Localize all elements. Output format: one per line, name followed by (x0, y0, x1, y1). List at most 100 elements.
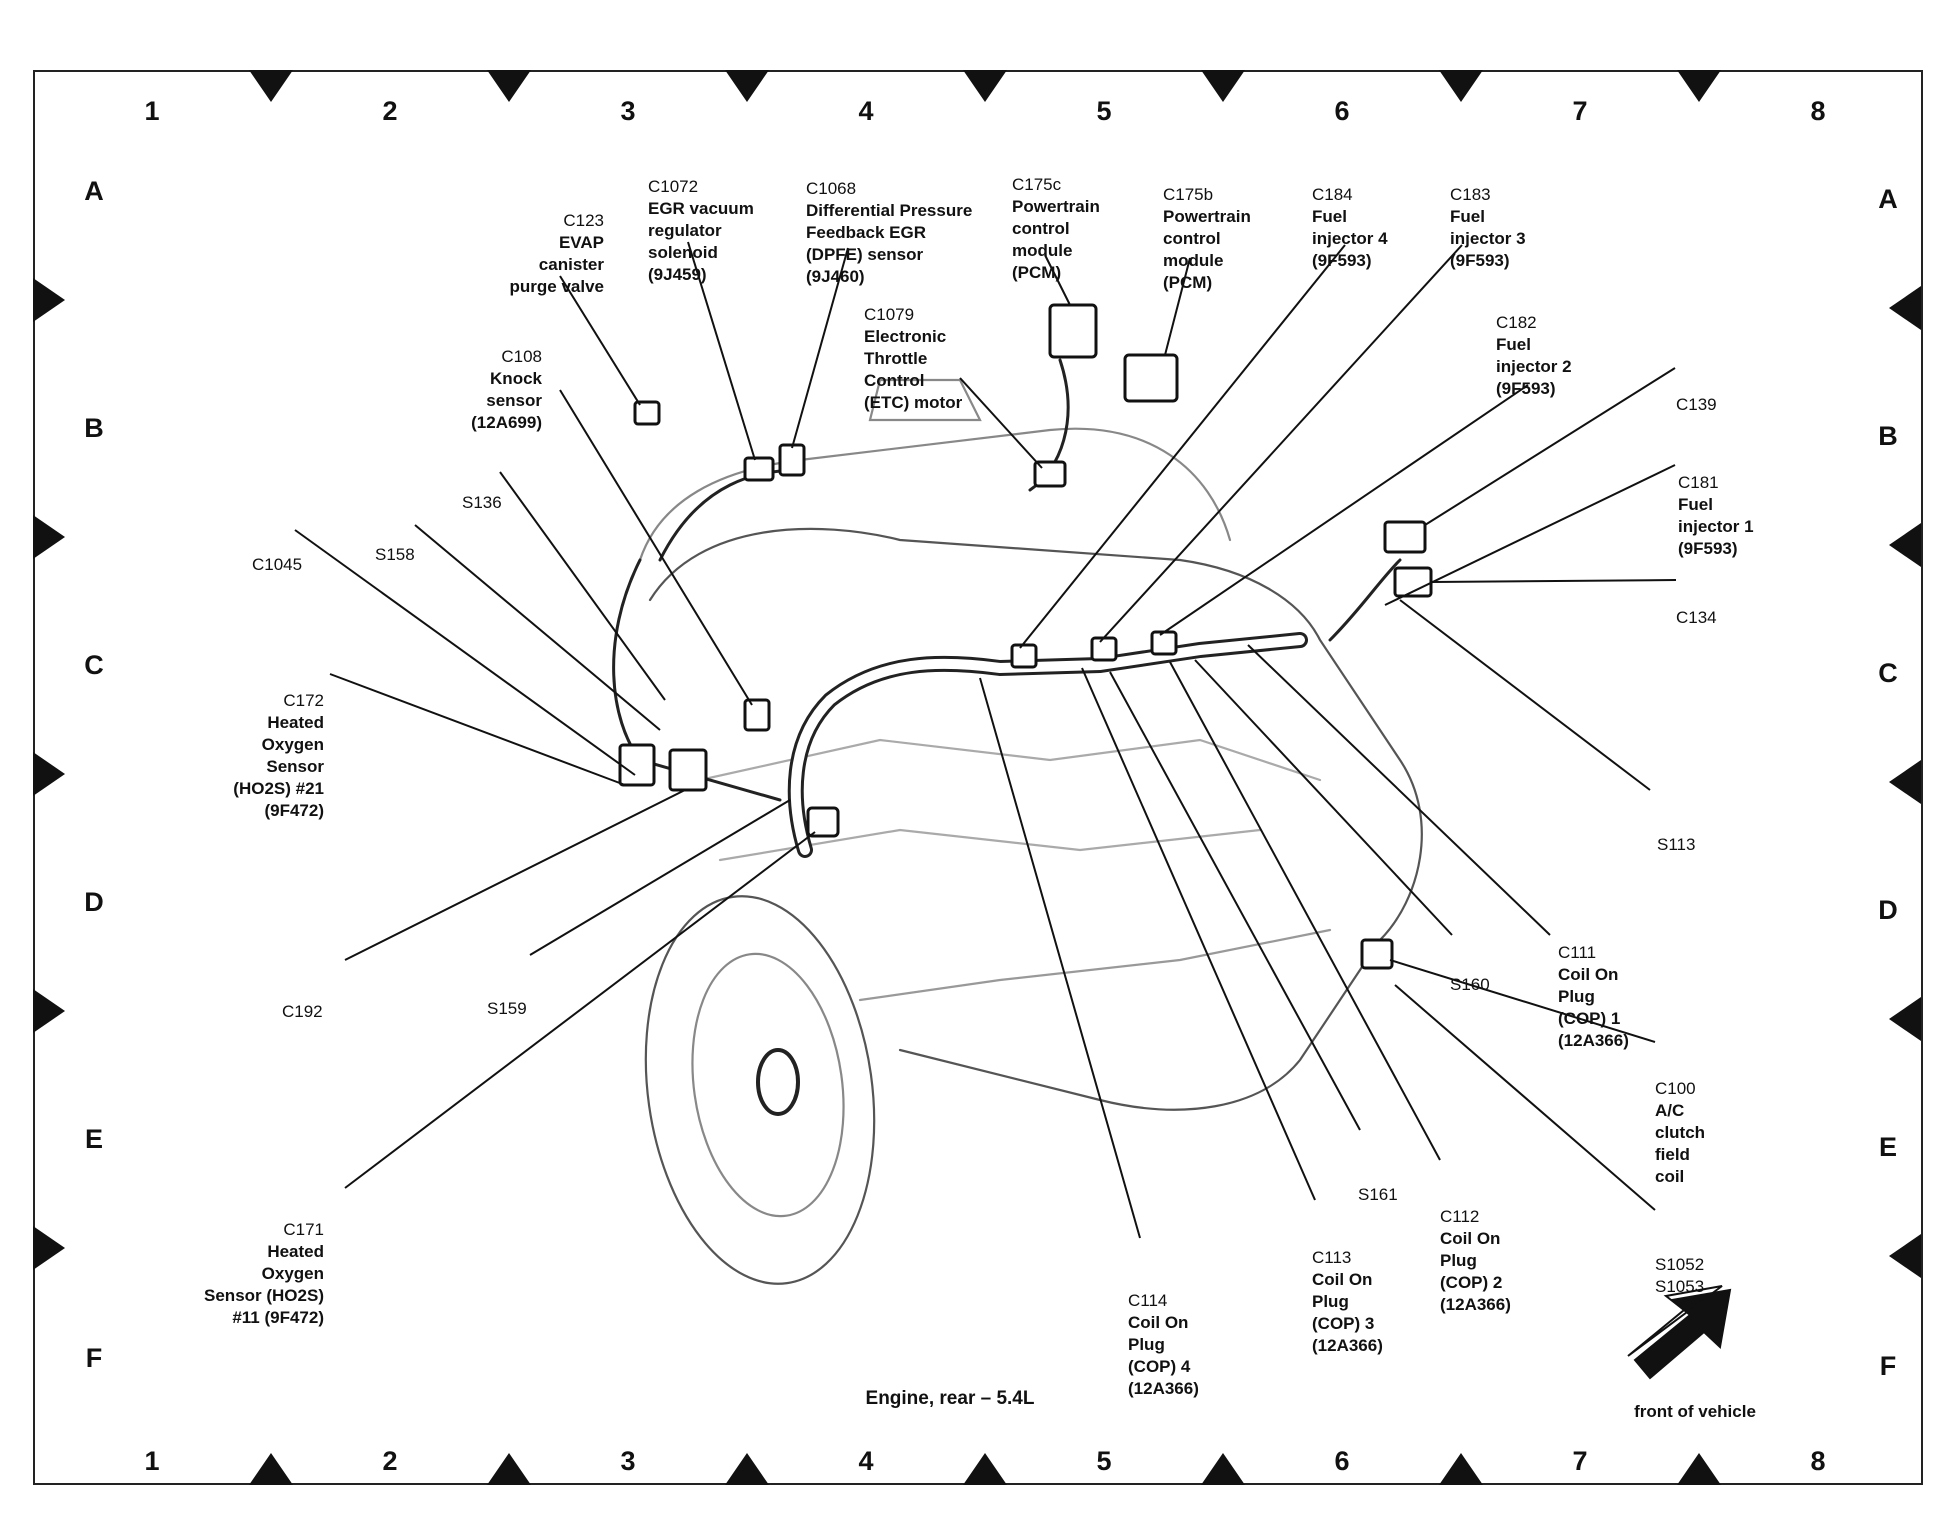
leader-c183 (1099, 244, 1463, 643)
connector-c175c (1048, 303, 1098, 359)
label-c139-code: C139 (1676, 395, 1717, 414)
grid-col-bottom-7: 7 (1572, 1446, 1588, 1476)
grid-marker-bottom-5 (1201, 1453, 1245, 1485)
engine-block-lower (858, 928, 1332, 1002)
leader-c182 (1159, 384, 1529, 636)
label-c139: C139 (1676, 350, 1717, 438)
label-c171-desc: Heated Oxygen Sensor (HO2S) #11 (9F472) (204, 1242, 324, 1327)
leader-c1045 (294, 529, 636, 776)
leader-c172 (329, 673, 626, 786)
leader-c114 (979, 677, 1141, 1239)
grid-marker-left-2 (33, 515, 65, 559)
label-c1072-code: C1072 (648, 177, 699, 196)
engine-block-detail-1 (698, 738, 1322, 782)
grid-col-bottom-6: 6 (1334, 1446, 1350, 1476)
leader-s1052 (1394, 984, 1656, 1211)
grid-marker-left-4 (33, 989, 65, 1033)
label-c1068-code: C1068 (806, 179, 857, 198)
label-c1079-desc: Electronic Throttle Control (ETC) motor (864, 327, 963, 412)
label-c184-code: C184 (1312, 185, 1353, 204)
label-s113: S113 (1657, 790, 1695, 878)
label-c192-code: C192 (282, 1002, 323, 1021)
label-c175b-desc: Powertrain control module (PCM) (1163, 207, 1251, 292)
leader-c112 (1169, 661, 1441, 1161)
label-s160-code: S160 (1450, 975, 1490, 994)
grid-marker-left-1 (33, 278, 65, 322)
connector-c184 (1010, 643, 1038, 669)
label-c100-desc: A/C clutch field coil (1655, 1101, 1706, 1186)
grid-marker-right-4 (1889, 997, 1921, 1041)
label-c113-code: C113 (1312, 1248, 1352, 1267)
throttle-body (868, 378, 982, 422)
label-c1072-desc: EGR vacuum regulator solenoid (9J459) (648, 199, 754, 284)
label-c175b-code: C175b (1163, 185, 1214, 204)
connector-c1079 (1033, 460, 1067, 488)
label-s160: S160 (1450, 930, 1490, 1018)
grid-col-bottom-4: 4 (858, 1446, 874, 1476)
leader-s161 (1109, 671, 1361, 1131)
grid-marker-bottom-6 (1439, 1453, 1483, 1485)
label-s161: S161 (1358, 1140, 1398, 1228)
connector-c175b (1123, 353, 1179, 403)
leader-c1072 (687, 241, 756, 461)
leader-c113 (1081, 667, 1316, 1201)
label-c181-desc: Fuel injector 1 (9F593) (1678, 495, 1754, 558)
label-c175c-code: C175c (1012, 175, 1062, 194)
connector-c139 (1383, 520, 1427, 554)
label-c183-desc: Fuel injector 3 (9F593) (1450, 207, 1526, 270)
label-c182-desc: Fuel injector 2 (9F593) (1496, 335, 1572, 398)
label-c112-desc: Coil On Plug (COP) 2 (12A366) (1440, 1229, 1511, 1314)
leader-c184 (1019, 244, 1346, 649)
grid-col-top-3: 3 (620, 96, 636, 126)
grid-col-top-6: 6 (1334, 96, 1350, 126)
label-c175c-desc: Powertrain control module (PCM) (1012, 197, 1100, 282)
grid-row-left-B: B (84, 413, 104, 443)
label-c100-code: C100 (1655, 1079, 1696, 1098)
leader-c171 (344, 831, 816, 1189)
grid-row-left-A: A (84, 176, 104, 206)
leader-c111 (1247, 644, 1551, 936)
grid-col-top-7: 7 (1572, 96, 1588, 126)
flywheel-hub (756, 1048, 800, 1116)
grid-marker-top-1 (249, 70, 293, 102)
label-c1079-code: C1079 (864, 305, 915, 324)
label-c192: C192 (282, 957, 323, 1045)
label-c108-code: C108 (501, 347, 542, 366)
grid-marker-bottom-1 (249, 1453, 293, 1485)
grid-row-left-D: D (84, 887, 104, 917)
front-of-vehicle-label: front of vehicle (1634, 1402, 1756, 1421)
grid-row-right-D: D (1878, 895, 1898, 925)
label-c171-code: C171 (283, 1220, 324, 1239)
grid-marker-bottom-2 (487, 1453, 531, 1485)
label-c111-code: C111 (1558, 943, 1597, 962)
leader-c139 (1424, 367, 1676, 526)
label-c1045-code: C1045 (252, 555, 303, 574)
grid-col-top-5: 5 (1096, 96, 1112, 126)
label-s136: S136 (462, 448, 502, 536)
leader-c1079 (959, 377, 1043, 469)
connector-c171 (806, 806, 840, 838)
grid-marker-left-5 (33, 1226, 65, 1270)
engine-block-outline (648, 527, 1423, 1111)
grid-marker-top-3 (725, 70, 769, 102)
grid-row-left-F: F (85, 1343, 103, 1373)
grid-col-top-2: 2 (382, 96, 398, 126)
label-c112-code: C112 (1440, 1207, 1480, 1226)
grid-row-right-E: E (1878, 1132, 1897, 1162)
label-c134-code: C134 (1676, 608, 1717, 627)
label-s159-code: S159 (487, 999, 527, 1018)
connector-c1072 (743, 456, 775, 482)
grid-col-bottom-5: 5 (1096, 1446, 1112, 1476)
grid-col-top-4: 4 (858, 96, 874, 126)
grid-col-bottom-3: 3 (620, 1446, 636, 1476)
grid-col-bottom-2: 2 (382, 1446, 398, 1476)
